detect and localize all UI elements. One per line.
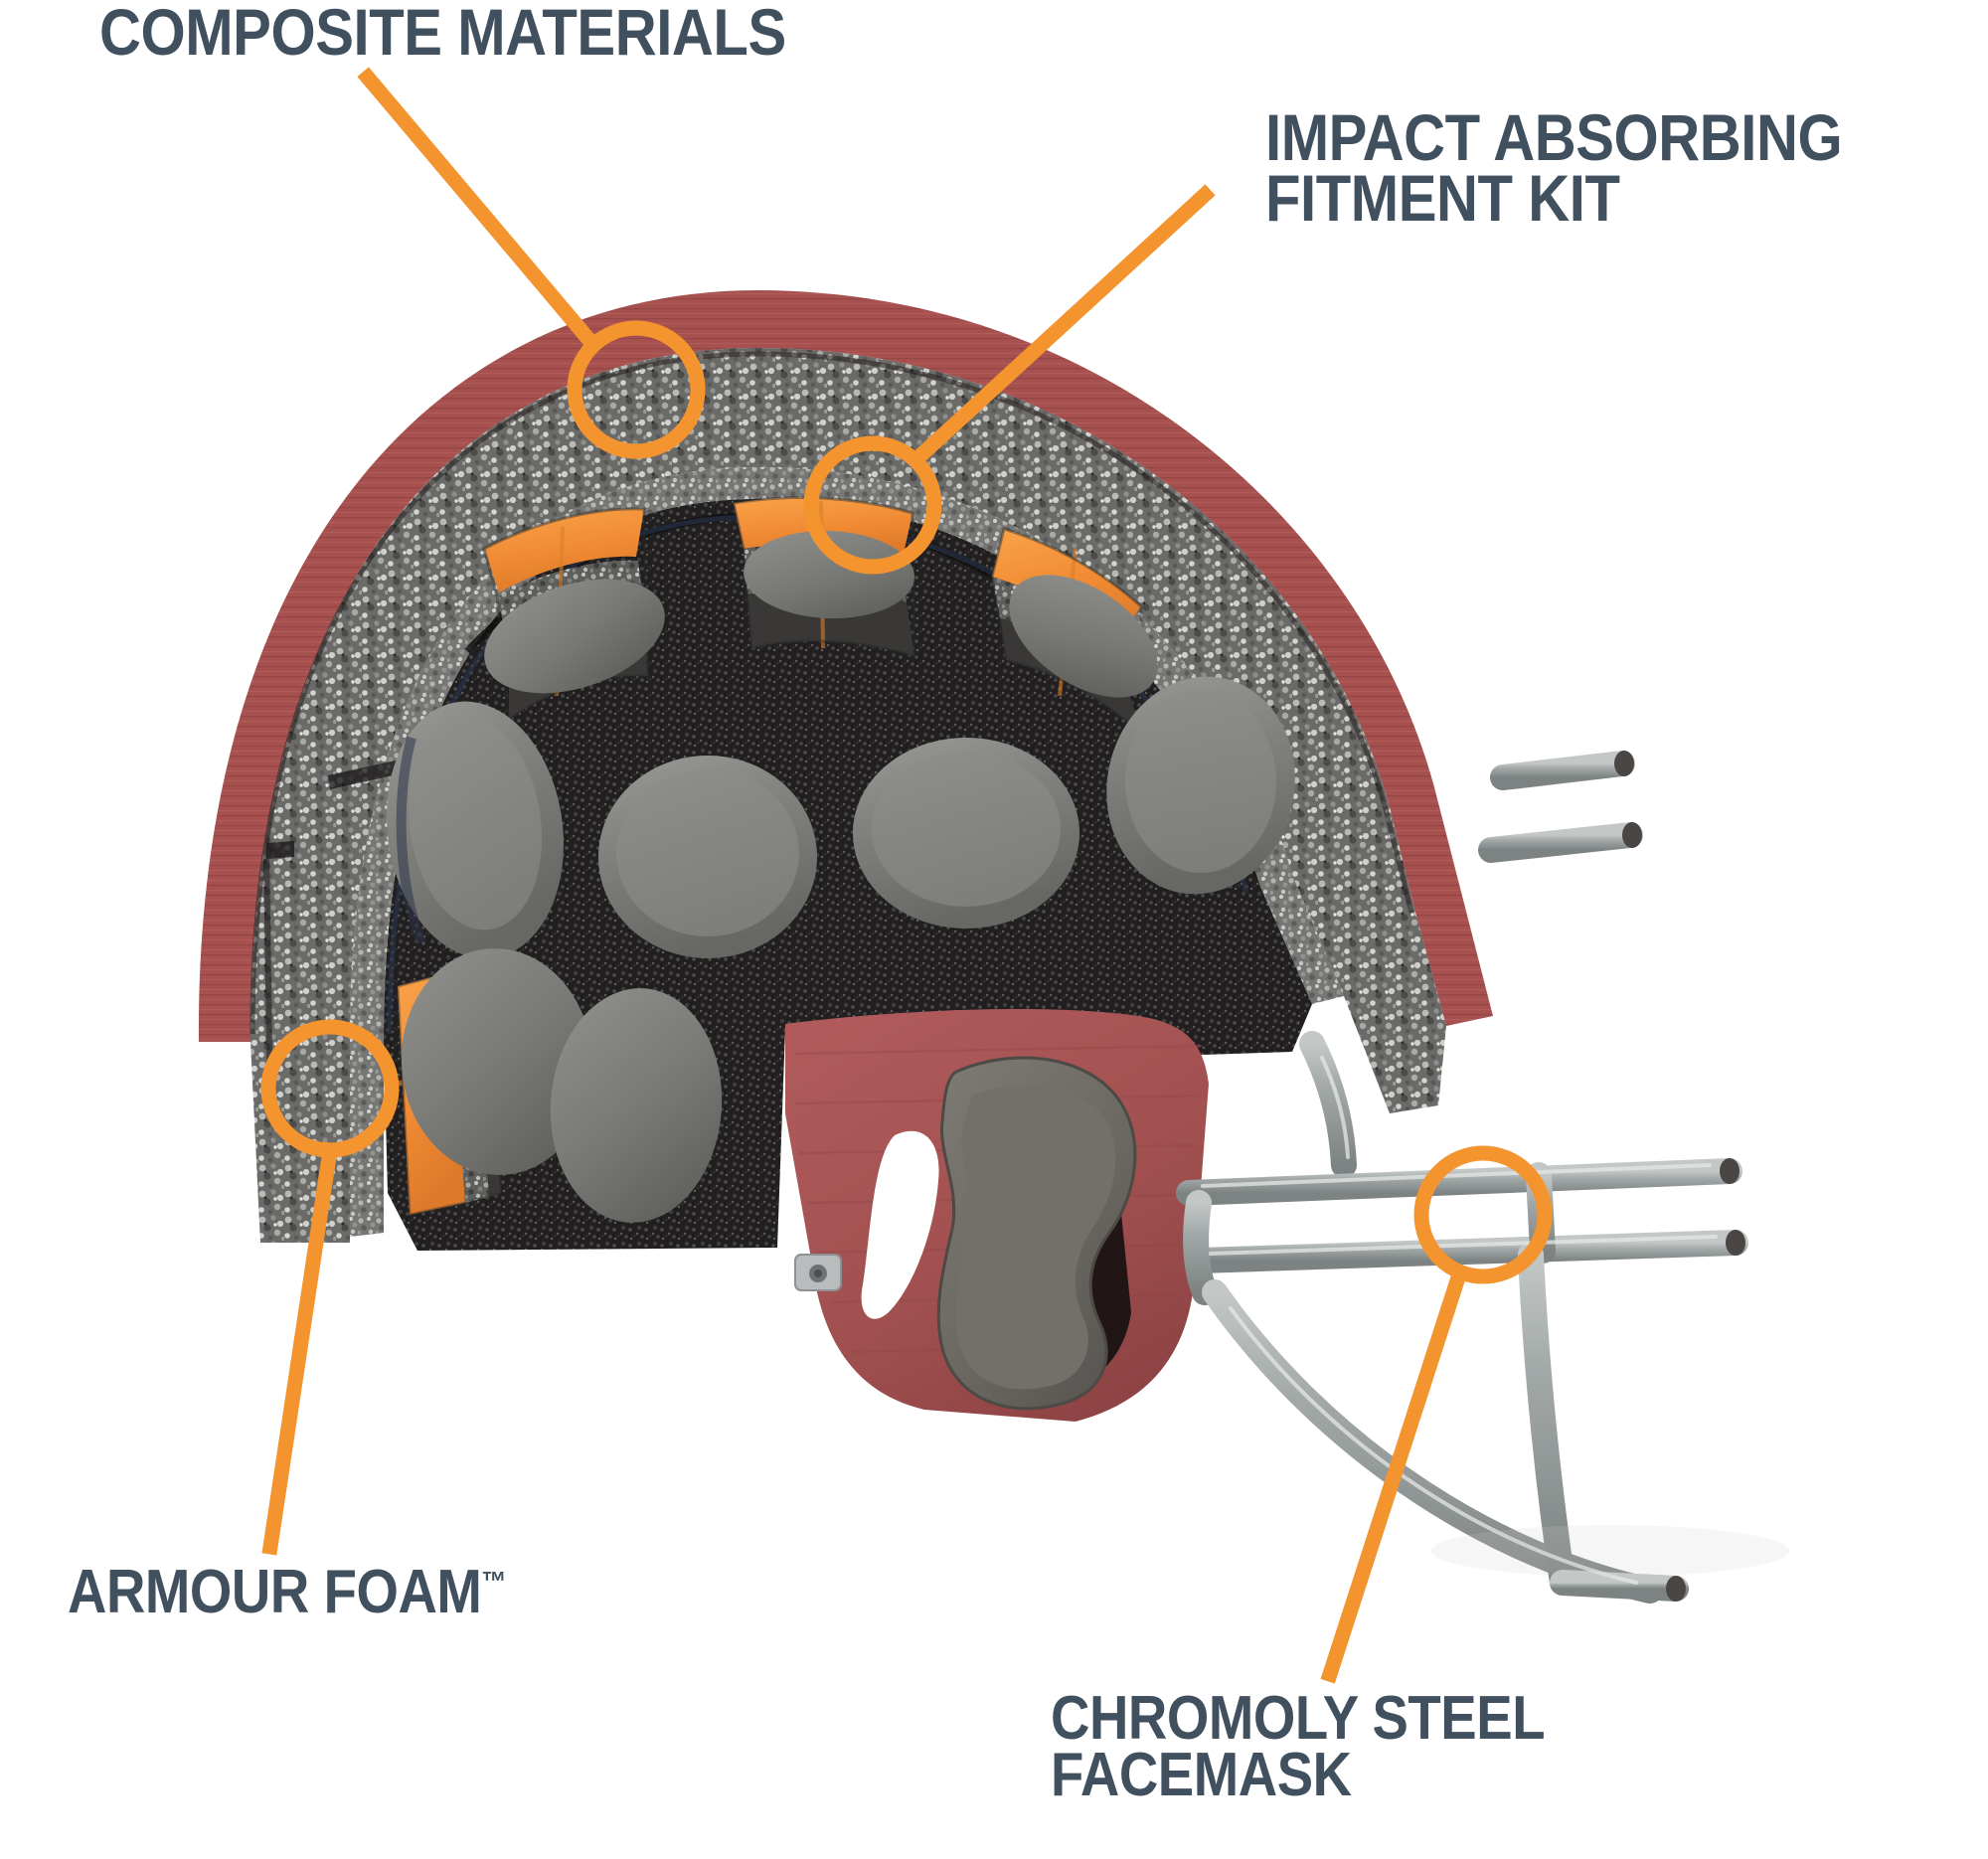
- callout-composite-materials[interactable]: [357, 67, 706, 459]
- impact-line-2: FITMENT KIT: [1265, 160, 1620, 235]
- pad-row: [386, 676, 1295, 1223]
- jaw-pad: [936, 1056, 1137, 1411]
- facemask-highlights: [1201, 1056, 1718, 1585]
- facemask: [1176, 751, 1748, 1604]
- callout-label-composite-materials: COMPOSITE MATERIALS: [99, 0, 786, 69]
- callout-leader-impact: [906, 184, 1216, 470]
- trademark-symbol: ™: [481, 1566, 507, 1599]
- callout-circle-armour: [260, 1019, 400, 1158]
- callout-circle-impact: [803, 435, 942, 575]
- callout-leader-chromoly: [1320, 1265, 1469, 1684]
- outer-shell: [198, 290, 1493, 1042]
- callout-chromoly-steel-facemask[interactable]: [1320, 1145, 1553, 1684]
- chromoly-line-1: CHROMOLY STEEL: [1051, 1684, 1546, 1753]
- impact-line-1: IMPACT ABSORBING: [1265, 100, 1843, 174]
- callout-circle-chromoly: [1413, 1145, 1553, 1284]
- callout-leader-armour: [261, 1141, 339, 1556]
- chromoly-line-2: FACEMASK: [1051, 1741, 1352, 1810]
- strap-snap: [794, 1254, 842, 1291]
- callout-leader-composite: [357, 67, 604, 356]
- callout-armour-foam[interactable]: [260, 1019, 400, 1556]
- callout-circle-composite: [567, 320, 706, 459]
- callout-impact-absorbing-fitment-kit[interactable]: [803, 184, 1216, 575]
- facemask-tube-ends: [1614, 751, 1745, 1602]
- comfort-pads: [386, 530, 1295, 1223]
- callout-label-armour-foam: ARMOUR FOAM™: [68, 1558, 507, 1626]
